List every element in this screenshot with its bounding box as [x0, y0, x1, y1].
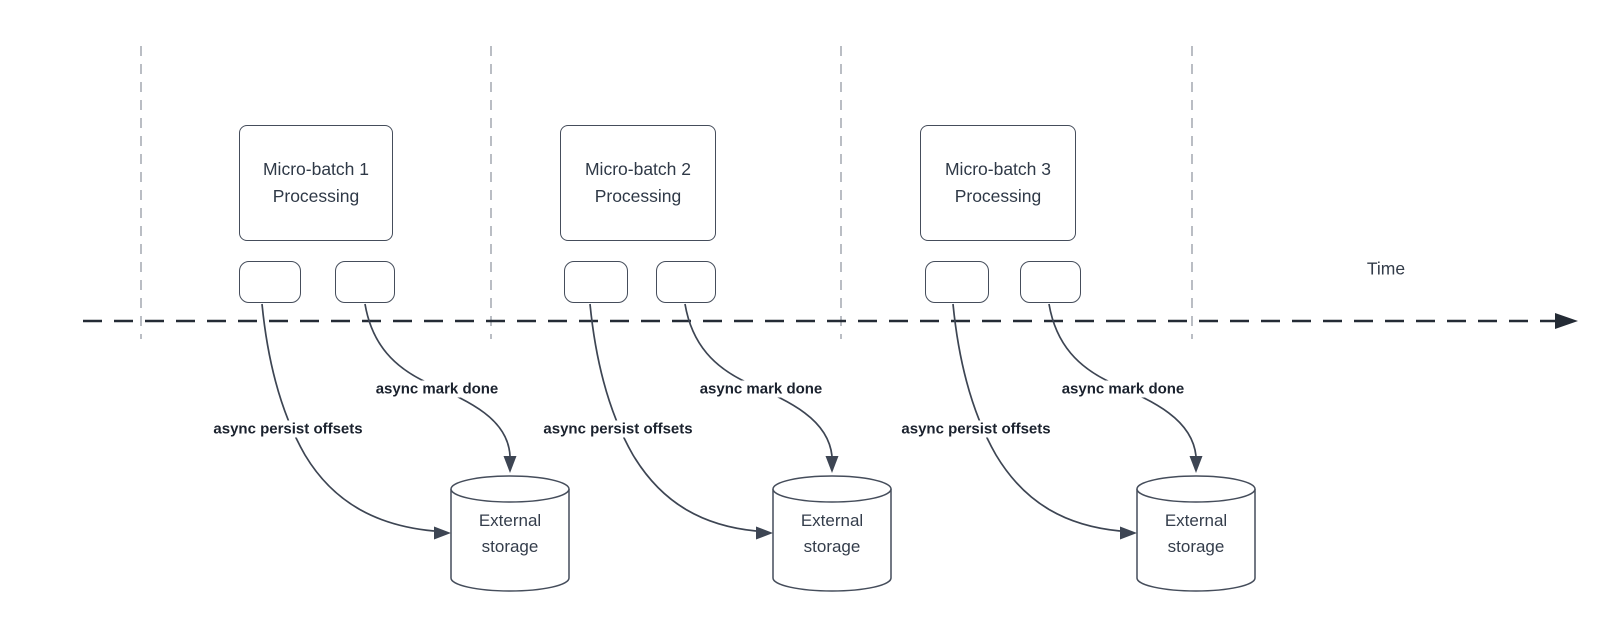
persist-offsets-label-1: async persist offsets [210, 420, 366, 438]
cylinder-body-2 [772, 489, 892, 592]
external-storage-cylinder-3 [1136, 475, 1256, 592]
persist-offsets-arrow-3 [952, 303, 1121, 532]
external-storage-label-2: External storage [801, 508, 863, 560]
mark-done-arrowhead-1-icon [503, 456, 517, 473]
mark-done-label-3: async mark done [1058, 380, 1188, 398]
micro-batch-2-done-chip [656, 261, 716, 303]
cylinder-body-1 [450, 489, 570, 592]
cylinder-body-3 [1136, 489, 1256, 592]
external-storage-cylinder-1 [450, 475, 570, 592]
external-storage-cylinder-2 [772, 475, 892, 592]
micro-batch-1-subtitle: Processing [272, 186, 360, 206]
persist-offsets-arrowhead-1-icon [434, 526, 451, 540]
cylinder-top-3 [1136, 475, 1256, 503]
micro-batch-2-subtitle: Processing [594, 186, 682, 206]
mark-done-arrowhead-2-icon [825, 456, 839, 473]
external-storage-label-3: External storage [1165, 508, 1227, 560]
persist-offsets-arrow-1 [261, 303, 435, 532]
external-storage-label-1-line2: storage [481, 537, 539, 556]
external-storage-label-3-line2: storage [1167, 537, 1225, 556]
micro-batch-3-node: Micro-batch 3 Processing [920, 125, 1076, 241]
micro-batch-2-offset-chip [564, 261, 628, 303]
micro-batch-2-node: Micro-batch 2 Processing [560, 125, 716, 241]
cylinder-top-2 [772, 475, 892, 503]
micro-batch-3-title: Micro-batch 3 [944, 159, 1051, 179]
micro-batch-1-offset-chip [239, 261, 301, 303]
micro-batch-3-done-chip [1020, 261, 1081, 303]
cylinder-top-1 [450, 475, 570, 503]
persist-offsets-arrow-2 [589, 303, 757, 532]
mark-done-arrowhead-3-icon [1189, 456, 1203, 473]
external-storage-label-2-line2: storage [803, 537, 861, 556]
persist-offsets-label-3: async persist offsets [898, 420, 1054, 438]
mark-done-label-1: async mark done [372, 380, 502, 398]
persist-offsets-label-2: async persist offsets [540, 420, 696, 438]
micro-batch-3-offset-chip [925, 261, 989, 303]
micro-batch-2-title: Micro-batch 2 [584, 159, 691, 179]
persist-offsets-arrowhead-3-icon [1120, 526, 1137, 540]
persist-offsets-arrowhead-2-icon [756, 526, 773, 540]
micro-batch-1-node: Micro-batch 1 Processing [239, 125, 393, 241]
timeline-arrowhead-icon [1555, 313, 1578, 329]
external-storage-label-3-line1: External [1164, 511, 1228, 530]
mark-done-label-2: async mark done [696, 380, 826, 398]
micro-batch-1-title: Micro-batch 1 [262, 159, 369, 179]
external-storage-label-1-line1: External [478, 511, 542, 530]
time-axis-label: Time [1366, 258, 1406, 279]
micro-batch-1-done-chip [335, 261, 395, 303]
micro-batch-3-subtitle: Processing [954, 186, 1042, 206]
external-storage-label-2-line1: External [800, 511, 864, 530]
external-storage-label-1: External storage [479, 508, 541, 560]
